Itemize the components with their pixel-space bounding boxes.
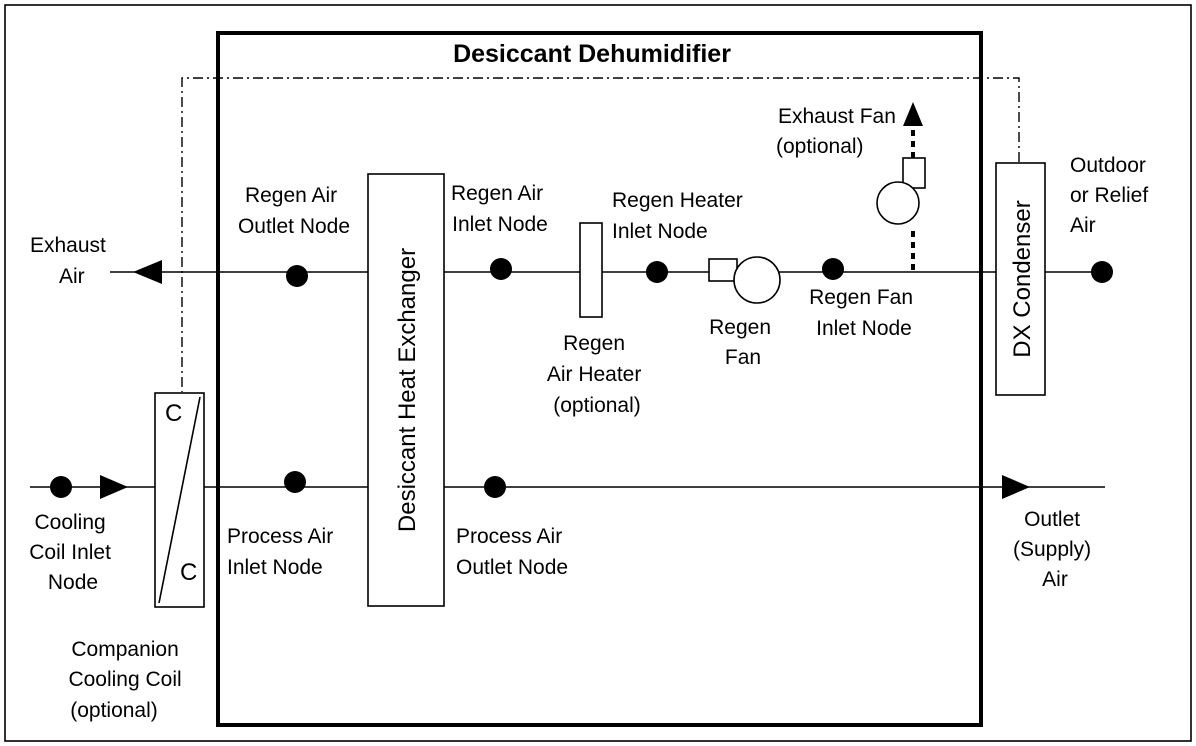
regen-fan-inlet-node <box>822 258 844 280</box>
regen-air-outlet-node <box>286 265 308 287</box>
exhaust-fan-outlet-box <box>902 157 926 189</box>
regen-air-heater-label: Regen Air Heater (optional) <box>547 332 647 417</box>
cooling-coil-inlet-node-label: Cooling Coil Inlet Node <box>29 511 117 594</box>
dx-condenser-box <box>995 162 1046 396</box>
inlet-flow-arrow-icon <box>100 475 128 499</box>
outlet-flow-arrow-icon <box>1002 475 1030 499</box>
dx-condenser-label: DX Condenser <box>1009 200 1036 357</box>
dehumidifier-boundary <box>216 31 983 727</box>
exhaust-fan-icon <box>876 181 920 225</box>
regen-air-inlet-node-label: Regen Air Inlet Node <box>451 182 549 236</box>
coil-letter-bottom: C <box>180 559 197 586</box>
outdoor-relief-air-label: Outdoor or Relief Air <box>1070 154 1154 237</box>
condenser-coil-link-line <box>181 77 1020 392</box>
diagram-title: Desiccant Dehumidifier <box>453 40 731 68</box>
regen-fan-label: Regen Fan <box>709 316 777 369</box>
exhaust-fan-label: Exhaust Fan (optional) <box>776 105 902 158</box>
regen-air-inlet-node <box>490 258 512 280</box>
outer-frame <box>4 4 1192 742</box>
desiccant-heat-exchanger-label: Desiccant Heat Exchanger <box>394 248 421 532</box>
regen-air-outlet-node-label: Regen Air Outlet Node <box>238 184 350 238</box>
process-air-inlet-node <box>284 471 306 493</box>
companion-cooling-coil-diagonal <box>158 396 201 604</box>
cooling-coil-inlet-node <box>50 476 72 498</box>
regen-heater-inlet-node <box>646 261 668 283</box>
outdoor-air-node <box>1091 261 1113 283</box>
regen-heater-inlet-node-label: Regen Heater Inlet Node <box>612 189 749 243</box>
regen-air-heater-box <box>579 222 603 318</box>
regen-fan-inlet-node-label: Regen Fan Inlet Node <box>809 286 919 340</box>
companion-cooling-coil-label: Companion Cooling Coil (optional) <box>68 638 187 722</box>
exhaust-fan-arrow-icon <box>903 102 923 126</box>
process-air-inlet-node-label: Process Air Inlet Node <box>227 525 339 579</box>
regen-fan-outlet-box <box>708 258 738 282</box>
companion-cooling-coil-box <box>154 392 205 608</box>
exhaust-air-label: Exhaust Air <box>30 234 112 288</box>
regen-fan-icon <box>733 256 781 304</box>
process-air-outlet-node-label: Process Air Outlet Node <box>456 525 568 579</box>
desiccant-heat-exchanger-box <box>367 173 445 607</box>
coil-letter-top: C <box>165 400 182 427</box>
outlet-supply-air-label: Outlet (Supply) Air <box>1013 508 1097 591</box>
exhaust-arrow-icon <box>133 260 162 284</box>
process-air-outlet-node <box>484 476 506 498</box>
